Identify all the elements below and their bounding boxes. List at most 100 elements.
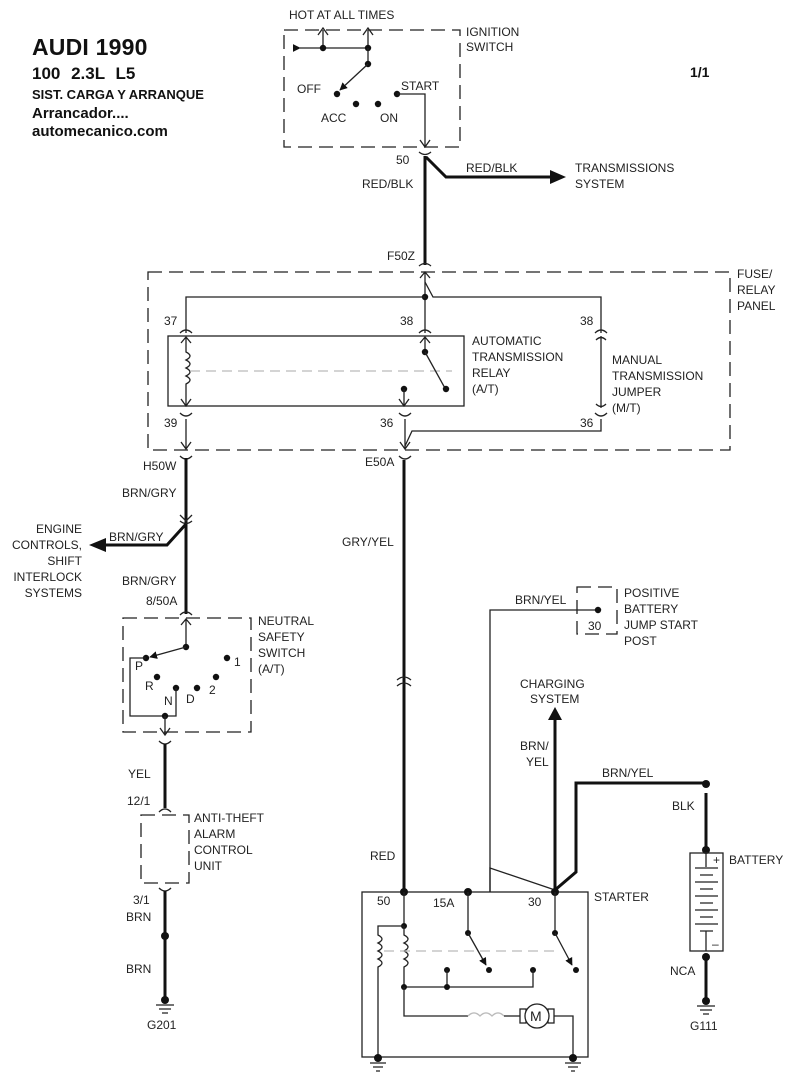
transmissions-label-2: SYSTEM <box>575 177 624 191</box>
ground-g201-icon <box>156 1004 174 1014</box>
starter-terminal-30: 30 <box>528 895 542 909</box>
motor-label: M <box>530 1008 542 1024</box>
hold-coil-icon <box>376 925 404 1056</box>
panel-label-1: FUSE/ <box>737 267 773 281</box>
relay-coil-icon <box>180 335 192 408</box>
solenoid-contact-30 <box>554 932 573 966</box>
engine-controls-label-5: SYSTEMS <box>25 586 82 600</box>
wire-brn-gry-branch <box>104 522 188 547</box>
mt-jumper-icon <box>595 336 607 408</box>
ground-g111-icon <box>697 1005 715 1015</box>
wire-label-red-blk: RED/BLK <box>362 177 413 191</box>
start-output <box>397 93 431 149</box>
charging-label-1: CHARGING <box>520 677 585 691</box>
connector-50 <box>418 151 432 156</box>
jump-post-terminal: 30 <box>588 619 602 633</box>
solenoid-contact-15a <box>467 932 487 966</box>
nss-label-3: SWITCH <box>258 646 305 660</box>
wire-red-blk-trans <box>424 155 552 179</box>
mt-jumper-label-3: JUMPER <box>612 385 662 399</box>
arrow-to-engine-controls-icon <box>89 538 106 552</box>
system-name: SIST. CARGA Y ARRANQUE <box>32 87 204 102</box>
engine-controls-label-2: CONTROLS, <box>12 538 82 552</box>
engine-controls-label-1: ENGINE <box>36 522 82 536</box>
panel-label-3: PANEL <box>737 299 776 313</box>
pos-off-label: OFF <box>297 82 321 96</box>
neutral-safety-switch: NEUTRAL SAFETY SWITCH (A/T) P R N D 2 1 <box>122 614 314 737</box>
ignition-switch-label-1: IGNITION <box>466 25 519 39</box>
bus-to-37 <box>185 296 425 333</box>
model-engine: 100 2.3L L5 <box>32 64 136 83</box>
engine-controls-label-4: INTERLOCK <box>13 570 82 584</box>
pin-37: 37 <box>164 314 178 328</box>
nss-pos-p: P <box>135 659 143 673</box>
jump-post-label-1: POSITIVE <box>624 586 679 600</box>
jump-post-label-2: BATTERY <box>624 602 678 616</box>
at-relay-label-4: (A/T) <box>472 382 499 396</box>
wire-brn-yel-battery <box>554 781 706 892</box>
anti-theft-alarm-unit: ANTI-THEFT ALARM CONTROL UNIT <box>140 811 265 884</box>
ignition-switch-arm <box>339 63 369 91</box>
wire-label-brn-1: BRN <box>126 910 151 924</box>
connector-e50a: E50A <box>365 455 394 469</box>
pull-coil-icon <box>402 926 409 987</box>
nss-arm <box>149 646 187 659</box>
at-relay-label-2: TRANSMISSION <box>472 350 563 364</box>
wire-label-blk: BLK <box>672 799 695 813</box>
wire-label-brn-yel-jump: BRN/YEL <box>515 593 567 607</box>
nss-pos-1: 1 <box>234 655 241 669</box>
fuse-relay-panel-box <box>147 271 731 451</box>
pos-off-contact <box>333 90 341 98</box>
battery-pos-sign: + <box>713 853 720 867</box>
mt-jumper-label-1: MANUAL <box>612 353 662 367</box>
jump-post-label-4: POST <box>624 634 657 648</box>
starter-terminal-50: 50 <box>377 894 391 908</box>
arrow-to-transmissions-icon <box>550 170 566 184</box>
charging-label-2: SYSTEM <box>530 692 579 706</box>
pos-acc-label: ACC <box>321 111 347 125</box>
wire-label-brn-gry-1: BRN/GRY <box>122 486 176 500</box>
pin-36-jumper: 36 <box>580 416 594 430</box>
diagram-title: AUDI 1990 <box>32 34 148 60</box>
splice-brn <box>161 932 169 940</box>
wire-label-red-blk-2: RED/BLK <box>466 161 517 175</box>
nss-pos-r: R <box>145 679 154 693</box>
pin-39: 39 <box>164 416 178 430</box>
battery: + – BATTERY <box>689 846 783 952</box>
connector-3-1: 3/1 <box>133 893 150 907</box>
at-relay-label-3: RELAY <box>472 366 510 380</box>
nss-pos-2: 2 <box>209 683 216 697</box>
connector-12-1: 12/1 <box>127 794 151 808</box>
alarm-label-1: ANTI-THEFT <box>194 811 265 825</box>
starter-ground-right-icon <box>565 1062 581 1072</box>
inline-connector <box>396 676 412 687</box>
pin-38-jumper: 38 <box>580 314 594 328</box>
battery-neg-sign: – <box>712 937 719 951</box>
motor-icon <box>524 1003 550 1029</box>
ignition-switch-box <box>283 29 461 148</box>
pos-acc-contact <box>352 100 360 108</box>
pos-start-label: START <box>401 79 440 93</box>
transmissions-label-1: TRANSMISSIONS <box>575 161 674 175</box>
starter-terminal-15a: 15A <box>433 896 454 910</box>
jump-post-box <box>576 586 618 635</box>
wire-label-brn-gry-2: BRN/GRY <box>109 530 163 544</box>
website[interactable]: automecanico.com <box>32 123 168 140</box>
at-relay-label-1: AUTOMATIC <box>472 334 542 348</box>
starter-ground-left-icon <box>370 1062 386 1072</box>
page-number: 1/1 <box>690 64 710 80</box>
ign-terminal-50: 50 <box>396 153 410 167</box>
nss-box <box>122 617 252 733</box>
ground-g201-label: G201 <box>147 1018 177 1032</box>
ground-g111-label: G111 <box>690 1019 718 1033</box>
alarm-box <box>140 814 190 884</box>
field-winding-icon <box>467 1012 505 1017</box>
bus-to-mt-38 <box>424 281 602 333</box>
pin-36-relay: 36 <box>380 416 394 430</box>
mt-jumper-label-4: (M/T) <box>612 401 641 415</box>
mt-jumper-label-2: TRANSMISSION <box>612 369 703 383</box>
wire-label-red: RED <box>370 849 396 863</box>
wire-label-gry-yel: GRY/YEL <box>342 535 394 549</box>
wire-label-nca: NCA <box>670 964 695 978</box>
